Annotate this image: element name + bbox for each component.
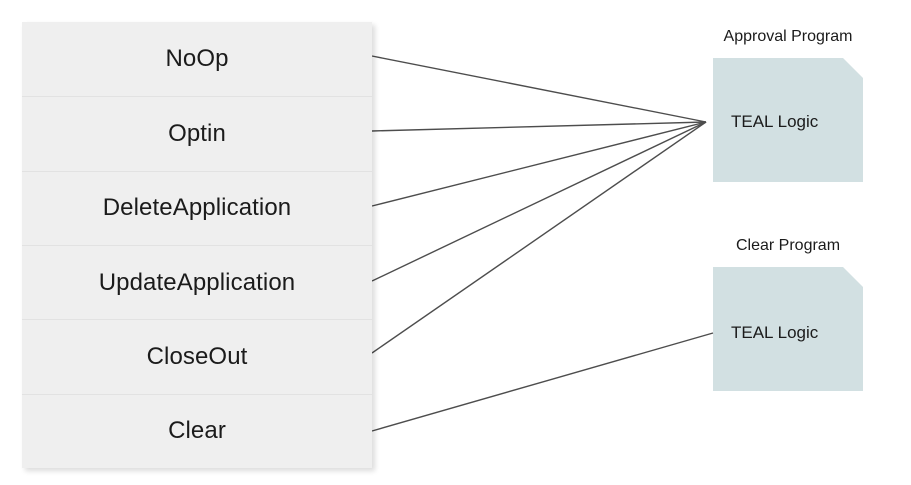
oncomplete-label-noop: NoOp xyxy=(165,45,229,73)
clear-program-box[interactable] xyxy=(713,267,863,391)
clear-program-title: Clear Program xyxy=(735,237,841,254)
oncomplete-row-updateapplication[interactable]: UpdateApplication xyxy=(22,245,372,320)
oncomplete-label-deleteapplication: DeleteApplication xyxy=(102,194,292,222)
oncomplete-row-deleteapplication[interactable]: DeleteApplication xyxy=(22,170,372,245)
oncomplete-row-clear[interactable]: Clear xyxy=(22,393,372,468)
connector-optin-to-approval xyxy=(371,121,707,132)
oncomplete-row-closeout[interactable]: CloseOut xyxy=(22,319,372,394)
oncomplete-label-clear: Clear xyxy=(168,417,226,445)
connector-noop-to-approval xyxy=(371,55,707,123)
oncomplete-row-optin[interactable]: Optin xyxy=(22,96,372,171)
approval-program-body-label: TEAL Logic xyxy=(731,112,819,131)
oncomplete-row-noop[interactable]: NoOp xyxy=(22,22,372,97)
connector-closeout-to-approval xyxy=(371,121,707,354)
oncomplete-label-closeout: CloseOut xyxy=(146,342,248,370)
approval-program-title: Approval Program xyxy=(723,28,853,45)
connector-deleteapplication-to-approval xyxy=(371,121,707,207)
approval-program-box[interactable] xyxy=(713,58,863,182)
clear-program-body-label: TEAL Logic xyxy=(731,323,819,342)
oncomplete-label-optin: Optin xyxy=(168,119,226,147)
oncomplete-panel: NoOp Optin DeleteApplication UpdateAppli… xyxy=(22,22,372,468)
oncomplete-label-updateapplication: UpdateApplication xyxy=(98,268,296,296)
connector-clear-to-clear-program xyxy=(371,332,714,432)
connector-updateapplication-to-approval xyxy=(371,121,707,282)
